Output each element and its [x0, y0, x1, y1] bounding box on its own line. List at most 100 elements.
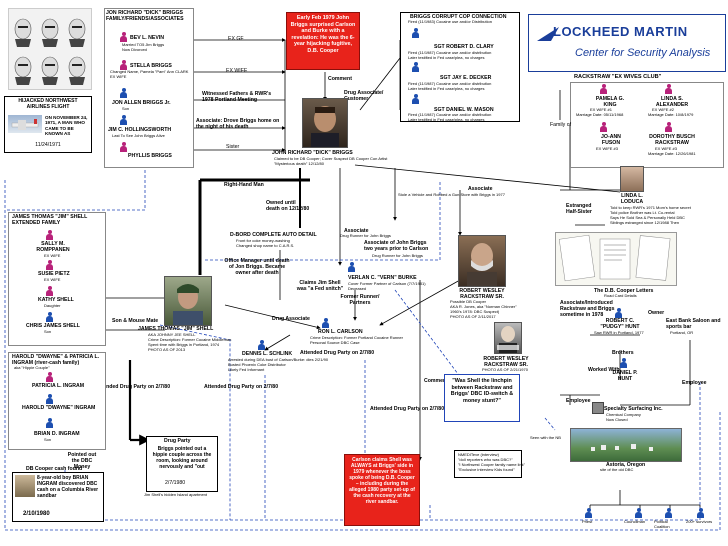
person-icon [322, 318, 329, 328]
stella-line1: Changed Name, Pamela "Pam" Ann CLARK [110, 69, 189, 74]
bev-line1: Married TO5 Jim Briggs [122, 42, 165, 47]
specialty-line1: Chemical Company [606, 412, 641, 417]
dennis-name: DENNIS L. SCHLINK [242, 351, 293, 357]
officer-line: Later testified in Fed case/plea, no cha… [408, 55, 485, 60]
wives-box [570, 82, 724, 168]
cash-found-box: 8-year-old boy BRIAN INGRAM discovered D… [12, 472, 104, 522]
joann-name: JO-ANN FUSON [601, 134, 621, 146]
rwr-name: ROBERT WESLEY RACKSTRAW SR. [459, 288, 505, 300]
pudgy-hunt-name: ROBERT C. "PUDGY" HUNT [600, 318, 640, 330]
portrait-icon [467, 243, 497, 286]
officer-line: Later testified in Fed case/plea, no cha… [408, 117, 485, 122]
portrait-icon [173, 284, 203, 325]
person-icon [120, 115, 127, 125]
dbc-sketches [8, 8, 92, 90]
pamela-name: PAMELA G. KING [595, 96, 625, 108]
pudgy-hunt-line1: Saw RWR in Portland, 1977 [594, 330, 644, 335]
person-icon [46, 286, 53, 296]
edge-brothers: Brothers [612, 350, 634, 356]
edge-attended-2: Attended Drug Party on 2/7/80 [204, 384, 279, 390]
hijack-title: HIJACKED NORTHWEST AIRLINES FLIGHT [18, 98, 78, 110]
person-icon [46, 260, 53, 270]
edge-worked-with: Worked With [588, 367, 620, 373]
edge-comment-1: Comment [328, 76, 352, 82]
kathy-name: KATHY SHELL [38, 297, 74, 303]
person-icon [665, 122, 672, 132]
revelation-text: Early Feb 1979 John Briggs surprised Car… [290, 15, 356, 54]
officer-line: Fired (11/1987) Cocaine use and/or distr… [408, 81, 492, 86]
dorothy-line2: Marriage Date: 12/26/1981 [648, 151, 696, 156]
edge-right-hand-man: Right-Hand Man [224, 182, 264, 188]
rwr-photo [458, 235, 506, 287]
drug-runner-briggs: Drug Runner for John Briggs [340, 233, 391, 238]
edge-witnessed: Witnessed Fathers & RWR's 1978 Portland … [202, 91, 272, 103]
edge-associate-drove: Associate: Drove Briggs home on the nigh… [196, 118, 280, 130]
officer-line: Fired (11/1987) Cocaine use and/or distr… [408, 112, 492, 117]
carlson-claims-text: Carlson claims Shell was ALWAYS at Brigg… [349, 457, 415, 505]
dorothy-line1: EX WIFE #3 [655, 146, 678, 151]
person-icon [585, 508, 592, 518]
interview-line4: "Exclusive interview Kids found" [458, 467, 515, 472]
drug-runner-briggs-2: Drug Runner for John Briggs [372, 253, 423, 258]
jimhol-name: JIM C. HOLLINGSWORTH [108, 127, 172, 133]
drug-party-title: Drug Party [164, 438, 191, 444]
seen-nb: Seen with the NB [530, 435, 561, 440]
dbord-title: D-BORD COMPLETE AUTO DETAIL [230, 232, 317, 238]
rwr-line2: AKA R. Jones, aka "Norman Chinner" [450, 304, 517, 309]
bev-line2: Now Divorced [122, 47, 147, 52]
person-icon [697, 508, 704, 518]
person-icon [46, 372, 53, 382]
person-icon [46, 312, 53, 322]
person-icon [120, 88, 127, 98]
edge-drug-assoc-customer: Drug Associate/ Customer [344, 90, 384, 102]
dick-briggs-line1: Claimed to be DB Cooper; Cover Suspect D… [274, 156, 388, 161]
ingram-title: HAROLD "DWAYNE" & PATRICIA L. INGRAM (ri… [12, 354, 100, 366]
ron-line2: Personal Source DBC Case [310, 340, 360, 345]
cooper-letters-title: The D.B. Cooper Letters [594, 288, 654, 294]
person-icon [600, 84, 607, 94]
hijack-body: ON NOVEMBER 24, 1971, A MAN WHO CAME TO … [45, 115, 88, 137]
rwr-line3: 1960's 1978: DBC Suspect) [450, 309, 500, 314]
cash-found-title: DB Cooper cash found [26, 466, 83, 472]
ingram-family-box [8, 352, 106, 450]
jim-shell-line4: PHOTO AS OF 2013 [148, 347, 186, 352]
hijack-box: HIJACKED NORTHWEST AIRLINES FLIGHT ON NO… [4, 96, 92, 153]
dick-briggs-photo [302, 98, 348, 148]
rwr-mug-sub: PHOTO AS OF 2/21/1970 [482, 367, 528, 372]
chris-line1: Son [44, 329, 52, 334]
edge-owner: Owner [648, 310, 665, 316]
cash-photo [15, 475, 35, 497]
daniel-hunt-name: DANIEL P. HUNT [612, 370, 638, 382]
cooper-letters-sub: Road Card Details [604, 293, 637, 298]
edge-office-manager: Office Manager until death of Jon Briggs… [224, 258, 290, 276]
family-title: JON RICHARD "DICK" BRIGGS FAMILY/FRIENDS… [106, 10, 184, 22]
interview-line1: NMEDITeve (interview) [458, 452, 499, 457]
drug-party-date: 2/7/1980 [165, 480, 186, 486]
edge-attended-4: Attended Drug Party on 2/7/80 [370, 406, 445, 412]
lockheed-name: LOCKHEED MARTIN [553, 24, 688, 39]
cop-connection-box [400, 12, 520, 122]
jonallen-line1: Son [122, 106, 130, 111]
sally-line1: EX WIFE [44, 253, 61, 258]
interview-line2: "doll reporters who was DBC?" [458, 457, 513, 462]
person-icon [412, 94, 419, 104]
drug-party-box [146, 436, 218, 492]
edge-ex-gf: EX GF [228, 36, 244, 42]
officer-line: Fired (11/1987) Cocaine use and/or distr… [408, 50, 492, 55]
edge-drug-associate-2: Drug Associate [272, 316, 310, 322]
ron-name: RON L. CARLSON [318, 329, 363, 335]
ron-line1: Crime Description: Former Portland Cocai… [310, 335, 403, 340]
pamela-line1: EX WIFE #1 [590, 107, 613, 112]
brian-line1: Son [44, 437, 52, 442]
pamela-line2: Marriage Date: 05/11/1968 [576, 112, 624, 117]
specialty-line2: Now Closed [606, 417, 628, 422]
lindal-line1: Told to keep RWR's 1971 Mom's home secre… [610, 205, 691, 210]
specialty-title: Specialty Surfacing Inc. [604, 406, 663, 412]
rwr-line4: PHOTO AS OF 2/11/2017 [450, 314, 496, 319]
airplane-photo [8, 115, 42, 133]
person-icon [615, 308, 622, 318]
bottom-icon-d: 200+ survivors [686, 519, 713, 524]
person-icon [600, 122, 607, 132]
letters-icon [558, 234, 671, 282]
town-icon [591, 444, 653, 451]
